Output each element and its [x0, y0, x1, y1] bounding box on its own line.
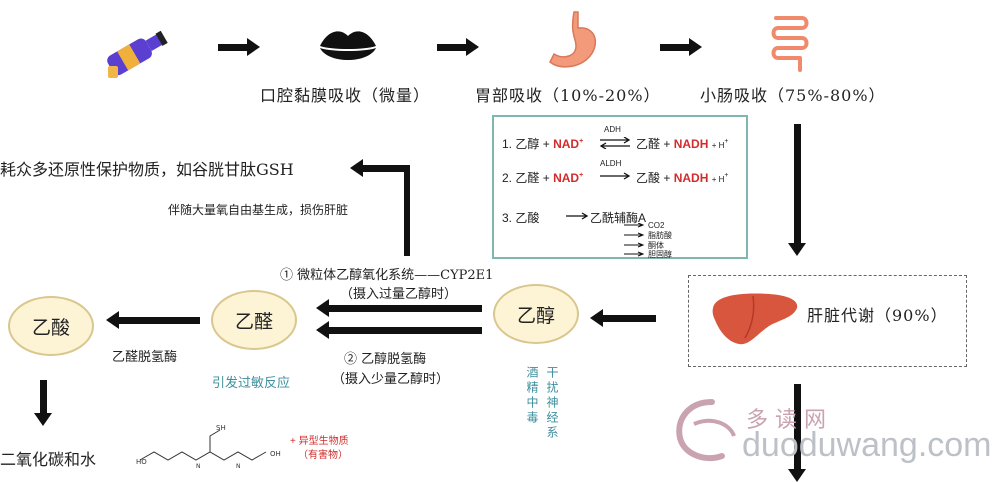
- arrow-to-stomach: [437, 38, 479, 56]
- harmful-label: （有害物）: [298, 450, 348, 461]
- arrow-to-acetic: [106, 311, 200, 329]
- reaction-box: 1. 乙醇 + NAD+ ADH 乙醛 + NADH + H+ 2. 乙醛 + …: [492, 115, 748, 259]
- alcohol-poisoning-text: 酒精中毒: [525, 366, 539, 426]
- gsh-text: 耗众多还原性保护物质，如谷胱甘肽GSH: [0, 160, 294, 179]
- arrow-liver-to-ethanol: [590, 309, 656, 327]
- branch-arrows-icon: [624, 223, 645, 257]
- reaction-2-products: 乙酸 + NADH + H+: [636, 171, 729, 185]
- pathway-2-line1: ② 乙醇脱氢酶: [344, 352, 427, 367]
- acetaldehyde-node: 乙醛: [211, 290, 297, 350]
- cyp2e1-up-line: [404, 168, 410, 256]
- aldh-label: 乙醛脱氢酶: [112, 350, 178, 365]
- xenobiotic-label: + 异型生物质: [290, 436, 349, 447]
- watermark-url: duoduwang.com: [742, 426, 992, 464]
- stomach-icon: [549, 11, 597, 68]
- product-ketone: 酮体: [648, 241, 664, 250]
- intestine-absorption-label: 小肠吸收（75%-80%）: [700, 86, 886, 105]
- acetic-acid-node: 乙酸: [8, 296, 94, 356]
- liver-metabolism-box: 肝脏代谢（90%）: [688, 275, 967, 367]
- lips-icon: [320, 31, 376, 60]
- oral-absorption-label: 口腔黏膜吸收（微量）: [260, 86, 431, 105]
- watermark-logo-text: 多 读 网: [746, 408, 826, 433]
- reaction-3: 3. 乙酸: [502, 211, 540, 225]
- radical-text: 伴随大量氧自由基生成，损伤肝脏: [168, 203, 349, 217]
- arrow-to-gsh: [350, 159, 410, 177]
- intestine-icon: [771, 16, 809, 72]
- liver-icon: [712, 293, 798, 345]
- enzyme-adh: ADH: [604, 125, 621, 134]
- allergy-label: 引发过敏反应: [212, 376, 291, 391]
- pathway-1-line1: ① 微粒体乙醇氧化系统——CYP2E1: [280, 268, 494, 283]
- arrow-adh: [316, 321, 482, 339]
- svg-text:SH: SH: [216, 424, 226, 432]
- stomach-absorption-label: 胃部吸收（10%-20%）: [475, 86, 661, 105]
- arrow-to-mouth: [218, 38, 260, 56]
- liver-metabolism-label: 肝脏代谢（90%）: [807, 306, 948, 325]
- pathway-2-line2: （摄入少量乙醇时）: [332, 372, 450, 387]
- arrow-to-co2: [34, 380, 52, 426]
- reaction-2: 2. 乙醛 + NAD+: [502, 171, 584, 185]
- svg-text:N: N: [196, 463, 201, 470]
- co2-water-label: 二氧化碳和水: [0, 450, 97, 469]
- product-co2: CO2: [648, 221, 665, 230]
- reversible-arrow-icon: [599, 137, 631, 149]
- nerve-interference-text: 干扰神经系: [545, 366, 559, 441]
- svg-text:OH: OH: [270, 450, 281, 458]
- arrow-to-liver: [788, 124, 806, 256]
- gsh-structure-icon: SH HO OH N N: [136, 424, 281, 470]
- reaction-1: 1. 乙醇 + NAD+: [502, 137, 584, 151]
- product-cholesterol: 胆固醇: [648, 250, 672, 259]
- arrow-cyp2e1: [316, 299, 482, 317]
- enzyme-aldh: ALDH: [600, 159, 622, 168]
- acetyl-coa-label: 乙酰辅酶A: [590, 211, 647, 225]
- ethanol-node: 乙醇: [493, 284, 579, 344]
- watermark-logo-icon: [676, 399, 736, 461]
- reaction-1-products: 乙醛 + NADH + H+: [636, 137, 729, 151]
- arrow-to-intestine: [660, 38, 702, 56]
- svg-text:HO: HO: [136, 458, 147, 466]
- forward-arrow-icon: [566, 212, 589, 220]
- pathway-1-line2: （摄入过量乙醇时）: [340, 287, 458, 302]
- forward-arrow-icon: [600, 172, 631, 180]
- svg-text:N: N: [236, 463, 241, 470]
- wine-bottle-icon: [107, 30, 168, 78]
- product-fatty-acid: 脂肪酸: [648, 231, 672, 240]
